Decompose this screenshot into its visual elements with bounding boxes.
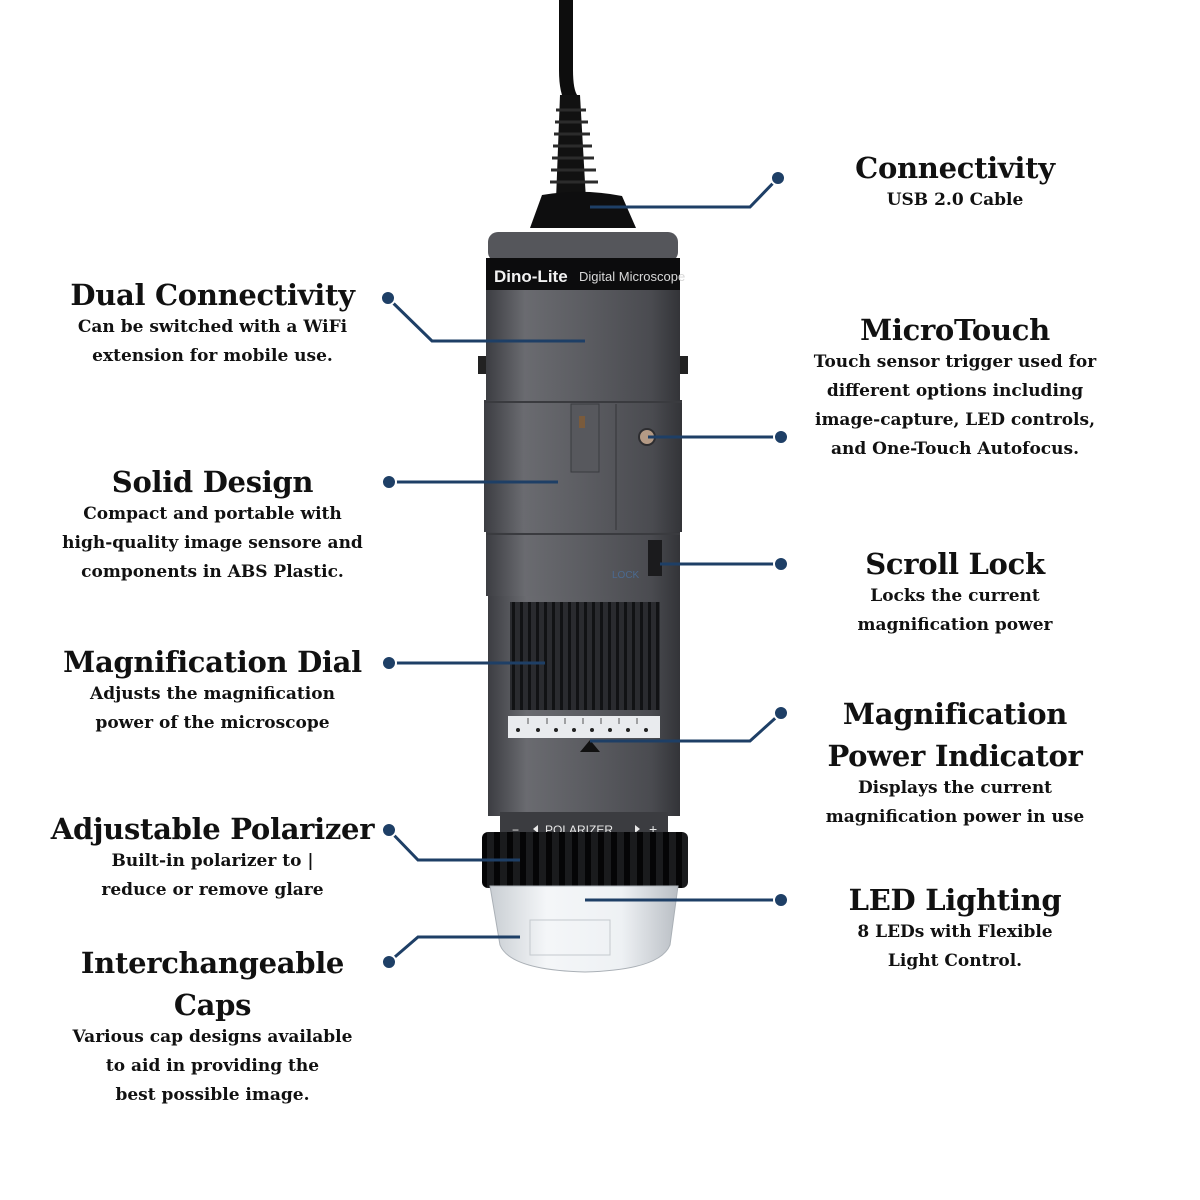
- feature-magnification-dial: Magnification Dial Adjusts the magnifica…: [50, 644, 375, 738]
- feature-title: Scroll Lock: [865, 547, 1045, 581]
- connector-connectivity: [590, 170, 786, 209]
- feature-line: Adjusts the magnification: [90, 684, 335, 704]
- connector-scroll-lock: [660, 556, 789, 572]
- feature-title: LED Lighting: [848, 883, 1062, 917]
- feature-title: Interchangeable: [80, 946, 345, 980]
- feature-line: power of the microscope: [95, 713, 330, 733]
- feature-title: Caps: [173, 988, 252, 1022]
- feature-line: Various cap designs available: [72, 1027, 353, 1047]
- feature-description: Adjusts the magnification power of the m…: [50, 680, 375, 738]
- feature-line: components in ABS Plastic.: [81, 562, 344, 582]
- polarizer-plus: +: [649, 821, 657, 837]
- feature-description: 8 LEDs with Flexible Light Control.: [820, 918, 1090, 976]
- connector-dual-connectivity: [380, 290, 585, 343]
- feature-line: Built-in polarizer to |: [111, 851, 314, 871]
- brand-logo: Dino-Lite: [494, 267, 568, 286]
- connector-microtouch: [648, 429, 789, 445]
- product-name: Digital Microscope: [579, 269, 685, 284]
- feature-line: different options including: [826, 381, 1084, 401]
- feature-line: Locks the current: [870, 586, 1040, 606]
- feature-power-indicator: Magnification Power Indicator Displays t…: [805, 696, 1105, 832]
- feature-description: Displays the current magnification power…: [805, 774, 1105, 832]
- feature-title: Power Indicator: [827, 739, 1083, 773]
- connector-led-lighting: [585, 892, 789, 908]
- lock-label: LOCK: [612, 570, 640, 581]
- feature-title: MicroTouch: [860, 313, 1050, 347]
- connector-polarizer: [381, 822, 520, 862]
- feature-line: reduce or remove glare: [101, 880, 324, 900]
- feature-line: magnification power in use: [825, 807, 1085, 827]
- feature-title: Solid Design: [111, 465, 314, 499]
- feature-description: Can be switched with a WiFi extension fo…: [50, 313, 375, 371]
- feature-description: USB 2.0 Cable: [820, 186, 1090, 215]
- feature-caps: Interchangeable Caps Various cap designs…: [50, 945, 375, 1110]
- feature-line: Displays the current: [857, 778, 1053, 798]
- feature-dual-connectivity: Dual Connectivity Can be switched with a…: [50, 277, 375, 371]
- feature-description: Locks the current magnification power: [820, 582, 1090, 640]
- feature-line: Light Control.: [887, 951, 1023, 971]
- feature-microtouch: MicroTouch Touch sensor trigger used for…: [800, 312, 1110, 464]
- microscope-body: LOCK − POLARIZER +: [478, 232, 688, 973]
- feature-line: USB 2.0 Cable: [886, 190, 1024, 210]
- feature-line: and One-Touch Autofocus.: [830, 439, 1080, 459]
- polarizer-minus: −: [512, 823, 519, 837]
- feature-line: magnification power: [857, 615, 1053, 635]
- feature-polarizer: Adjustable Polarizer Built-in polarizer …: [40, 811, 385, 905]
- feature-line: Touch sensor trigger used for: [813, 352, 1097, 372]
- callout-connectors: [380, 170, 789, 970]
- usb-cable: [530, 0, 636, 228]
- connector-solid-design: [381, 474, 558, 490]
- feature-title: Magnification Dial: [63, 645, 362, 679]
- feature-description: Compact and portable with high-quality i…: [45, 500, 380, 587]
- feature-line: 8 LEDs with Flexible: [857, 922, 1053, 942]
- feature-scroll-lock: Scroll Lock Locks the current magnificat…: [820, 546, 1090, 640]
- feature-solid-design: Solid Design Compact and portable with h…: [45, 464, 380, 587]
- connector-caps: [381, 935, 520, 970]
- feature-title: Connectivity: [855, 151, 1055, 185]
- feature-title: Dual Connectivity: [70, 278, 355, 312]
- feature-connectivity: Connectivity USB 2.0 Cable: [820, 150, 1090, 215]
- feature-description: Built-in polarizer to | reduce or remove…: [40, 847, 385, 905]
- feature-line: Can be switched with a WiFi: [77, 317, 348, 337]
- feature-description: Various cap designs available to aid in …: [50, 1023, 375, 1110]
- feature-line: to aid in providing the: [105, 1056, 320, 1076]
- feature-led-lighting: LED Lighting 8 LEDs with Flexible Light …: [820, 882, 1090, 976]
- feature-description: Touch sensor trigger used for different …: [800, 348, 1110, 464]
- feature-line: Compact and portable with: [83, 504, 342, 524]
- feature-line: image-capture, LED controls,: [814, 410, 1095, 430]
- feature-line: high-quality image sensore and: [62, 533, 363, 553]
- connector-magnification-dial: [381, 655, 545, 671]
- feature-title: Magnification: [842, 697, 1068, 731]
- feature-line: extension for mobile use.: [92, 346, 333, 366]
- connector-power-indicator: [590, 705, 789, 743]
- feature-title: Adjustable Polarizer: [50, 812, 375, 846]
- feature-line: best possible image.: [115, 1085, 310, 1105]
